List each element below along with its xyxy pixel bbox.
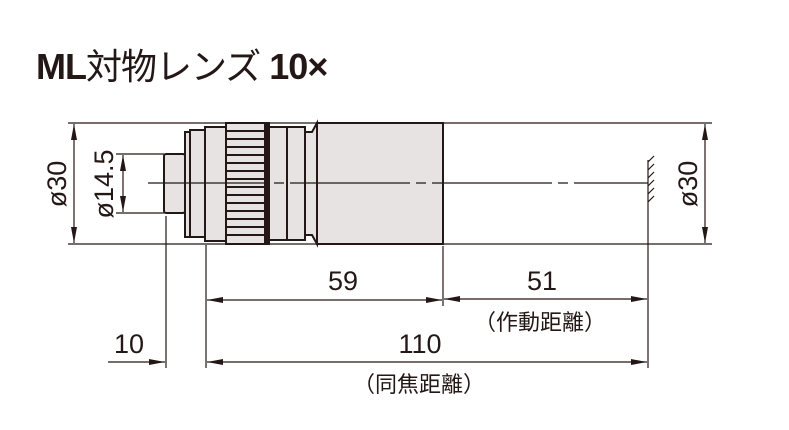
focal-plane-hatch bbox=[647, 155, 655, 203]
title-name: 対物レンズ bbox=[85, 46, 261, 87]
title-model: ML bbox=[36, 46, 87, 87]
label-d14-5: ø14.5 bbox=[89, 149, 119, 218]
title-magnification: 10× bbox=[269, 46, 328, 87]
label-d30-left: ø30 bbox=[42, 161, 72, 208]
lens-ring bbox=[204, 126, 227, 242]
label-working-distance: （作動距離） bbox=[474, 311, 606, 336]
label-10: 10 bbox=[114, 329, 144, 359]
label-parfocal-distance: （同焦距離） bbox=[353, 373, 485, 398]
label-51: 51 bbox=[527, 266, 557, 296]
page-title: ML対物レンズ 10× bbox=[36, 38, 328, 90]
label-d30-right: ø30 bbox=[673, 161, 703, 208]
label-110: 110 bbox=[398, 329, 441, 359]
label-59: 59 bbox=[328, 266, 358, 296]
